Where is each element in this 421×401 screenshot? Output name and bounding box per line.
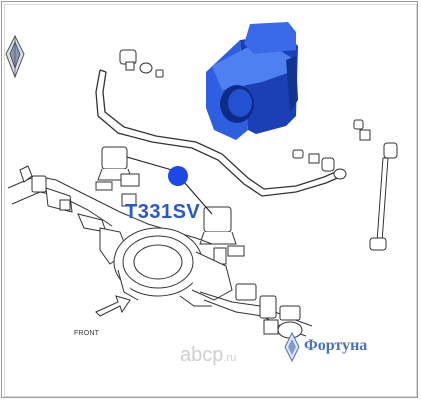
- vertical-link-rod: [353, 119, 398, 251]
- inner-frame: [4, 4, 417, 397]
- brand-diamond-small-icon: [284, 331, 300, 363]
- brand-name: Фортуна: [304, 337, 368, 354]
- watermark-name: abcp: [180, 344, 224, 366]
- watermark-suffix: .ru: [223, 352, 237, 364]
- watermark: abcp.ru: [180, 344, 236, 367]
- bushing-bracket-left: [95, 146, 140, 207]
- callout-lines: [126, 156, 213, 215]
- front-arrow-icon: [95, 295, 131, 317]
- bushing-product-image: [206, 22, 298, 140]
- front-direction-label: FRONT: [74, 330, 100, 337]
- part-number-label: T331SV: [125, 201, 201, 223]
- end-link-left: [119, 49, 164, 78]
- callout-marker: [168, 166, 188, 186]
- bushing-bracket-right: [199, 206, 245, 265]
- brand-diamond-logo-icon: [5, 34, 25, 79]
- end-link-right: [292, 149, 347, 180]
- rear-axle-housing: [7, 165, 313, 339]
